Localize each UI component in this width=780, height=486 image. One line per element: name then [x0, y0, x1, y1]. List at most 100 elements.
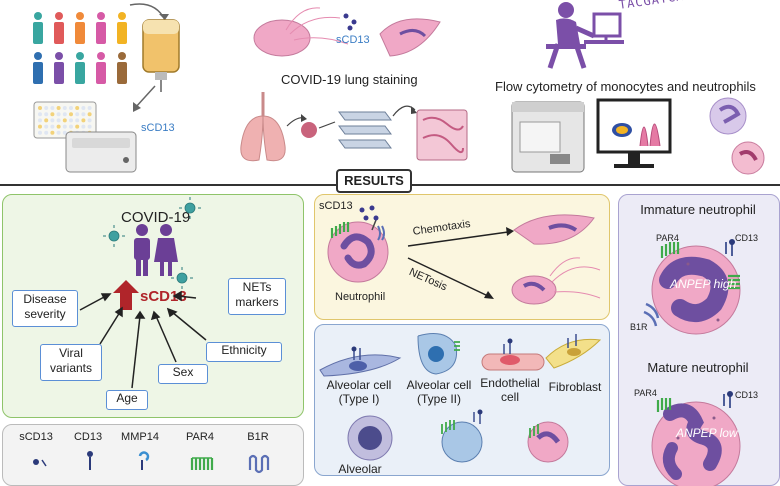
- plate-well: [69, 112, 73, 117]
- plate-well: [44, 106, 49, 110]
- legend-label-mmp14: MMP14: [121, 431, 159, 443]
- anpep-high-label: ANPEP high: [670, 277, 737, 291]
- scd13-legend-icon: [33, 459, 47, 467]
- anpep-low-label: ANPEP low: [676, 426, 738, 440]
- net-cells-top-icon: [253, 7, 441, 57]
- cd13-legend-icon: [87, 451, 93, 470]
- disease-severity-box: Disease severity: [12, 290, 78, 327]
- immature-neutrophil-title: Immature neutrophil: [640, 202, 756, 217]
- person-head-icon: [76, 12, 84, 20]
- legend-label-scd13: sCD13: [19, 431, 53, 443]
- plate-well: [62, 124, 67, 129]
- plate-well: [81, 112, 86, 117]
- viral-variants-box: Viral variants: [40, 344, 102, 381]
- plate-well: [87, 124, 92, 129]
- plate-well: [38, 130, 42, 135]
- plate-well: [56, 124, 61, 129]
- legend-label-b1r: B1R: [247, 431, 269, 443]
- person-body-icon: [75, 62, 85, 84]
- covid-title: COVID-19: [121, 209, 191, 226]
- mmp14-legend-icon: [138, 451, 150, 470]
- plate-well: [56, 118, 61, 123]
- par4-label-mature: PAR4: [634, 388, 657, 398]
- plate-well: [50, 118, 55, 123]
- endothelial-label: Endothelial cell: [480, 376, 540, 404]
- person-head-icon: [97, 12, 105, 20]
- factor-arrows: [79, 290, 207, 389]
- mature-neutrophil-title: Mature neutrophil: [647, 360, 749, 375]
- plate-well: [62, 112, 67, 117]
- person-body-icon: [54, 62, 64, 84]
- plate-well: [81, 118, 86, 123]
- neutrophil-cell-icon: [327, 205, 389, 283]
- plate-well: [44, 118, 49, 123]
- plate-well: [81, 106, 86, 110]
- plate-well: [38, 118, 42, 123]
- plate-well: [75, 124, 80, 129]
- plate-well: [50, 124, 55, 129]
- scd13-up-arrow-icon: [113, 280, 139, 310]
- person-head-icon: [76, 52, 84, 60]
- person-body-icon: [117, 62, 127, 84]
- plate-well: [87, 106, 92, 110]
- scd13-label-top-left: sCD13: [141, 122, 175, 134]
- mature-neutrophil-icon: [651, 391, 741, 486]
- plate-well: [38, 106, 42, 110]
- legend-label-par4: PAR4: [186, 431, 214, 443]
- plate-well: [56, 130, 61, 135]
- par4-label-immature: PAR4: [656, 233, 679, 243]
- b1r-label: B1R: [630, 322, 648, 332]
- person-head-icon: [55, 52, 63, 60]
- plate-well: [69, 106, 73, 110]
- nets-markers-box: NETs markers: [228, 278, 286, 315]
- person-head-icon: [34, 52, 42, 60]
- person-body-icon: [54, 22, 64, 44]
- covid-scd13-center-label: sCD13: [140, 288, 187, 305]
- plate-well: [50, 112, 55, 117]
- population-people-icons: [33, 12, 127, 84]
- results-badge: RESULTS: [336, 169, 412, 193]
- plate-well: [75, 118, 80, 123]
- neutrophil-outcomes-icon: [407, 214, 601, 305]
- ethnicity-box: Ethnicity: [206, 342, 282, 362]
- person-head-icon: [118, 12, 126, 20]
- plate-well: [87, 112, 92, 117]
- par4-legend-icon: [190, 457, 214, 470]
- elisa-plate-reader-icon: [33, 101, 137, 173]
- person-body-icon: [96, 62, 106, 84]
- person-head-icon: [55, 12, 63, 20]
- target-cells-icon: [319, 333, 602, 463]
- person-head-icon: [97, 52, 105, 60]
- plate-well: [75, 112, 80, 117]
- plate-well: [75, 106, 80, 110]
- plate-well: [44, 112, 49, 117]
- person-body-icon: [33, 22, 43, 44]
- plate-well: [44, 130, 49, 135]
- plate-well: [62, 118, 67, 123]
- cd13-label-mature: CD13: [735, 390, 759, 400]
- plate-well: [38, 124, 42, 129]
- lung-staining-label: COVID-19 lung staining: [281, 72, 418, 87]
- legend-icons: [33, 451, 270, 474]
- lung-staining-workflow-icon: [240, 92, 468, 162]
- cd13-label-immature: CD13: [735, 233, 759, 243]
- plate-well: [38, 112, 42, 117]
- neutrophil-scd13-label: sCD13: [319, 200, 353, 212]
- fibroblast-label: Fibroblast: [548, 380, 602, 394]
- scd13-label-top-center: sCD13: [336, 34, 370, 46]
- plate-well: [69, 118, 73, 123]
- plate-well: [50, 106, 55, 110]
- plate-well: [62, 130, 67, 135]
- blood-bag-icon: [129, 3, 180, 112]
- immature-neutrophil-icon: [643, 239, 741, 335]
- plate-well: [44, 124, 49, 129]
- plate-well: [87, 118, 92, 123]
- flow-cytometry-label: Flow cytometry of monocytes and neutroph…: [495, 79, 756, 94]
- person-head-icon: [118, 52, 126, 60]
- plate-well: [69, 124, 73, 129]
- plate-well: [50, 130, 55, 135]
- alveolar-type2-label: Alveolar cell (Type II): [406, 378, 472, 406]
- plate-well: [56, 106, 61, 110]
- alveolar-macrophage-label: Alveolar: [338, 462, 382, 476]
- alveolar-type1-label: Alveolar cell (Type I): [326, 378, 392, 406]
